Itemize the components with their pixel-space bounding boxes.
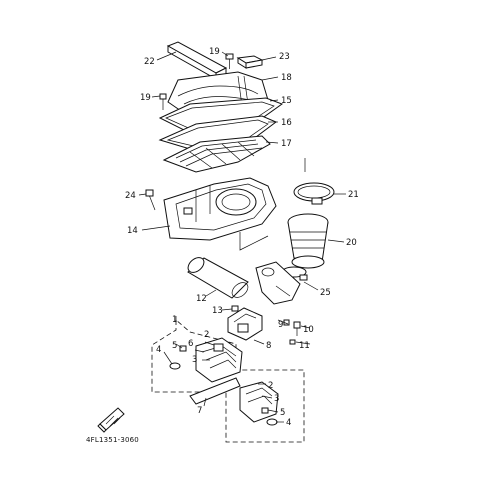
callout-16: 16: [281, 118, 292, 128]
part-4-washer-right: [266, 418, 278, 426]
callout-14: 14: [127, 226, 138, 236]
callout-7: 7: [197, 406, 202, 416]
part-21-clamp: [293, 182, 335, 205]
callout-25: 25: [320, 288, 331, 298]
callout-3-bottom: 3: [274, 394, 279, 404]
reed-block-left: [195, 337, 243, 383]
part-24-bolt: [145, 189, 156, 211]
callout-1: 1: [172, 315, 177, 325]
part-5-bolt-left: [179, 345, 187, 352]
callout-5-bottom: 5: [280, 408, 285, 418]
callout-15: 15: [281, 96, 292, 106]
part-22-foam-block: [166, 41, 228, 80]
callout-12: 12: [196, 294, 207, 304]
catalog-code: 4FL1351-3060: [86, 436, 139, 444]
callout-13: 13: [212, 306, 223, 316]
intake-manifold: [255, 261, 301, 305]
callout-10: 10: [303, 325, 314, 335]
callout-20: 20: [346, 238, 357, 248]
callout-21: 21: [348, 190, 359, 200]
callout-18: 18: [281, 73, 292, 83]
part-20-boot: [287, 213, 329, 269]
part-14-air-box: [163, 177, 277, 241]
part-19-bolt-left: [159, 93, 167, 110]
part-5-bolt-right: [261, 407, 269, 414]
callout-23: 23: [279, 52, 290, 62]
reed-valve-center: [227, 307, 263, 341]
callout-22: 22: [144, 57, 155, 67]
part-12-filter: [187, 257, 249, 299]
part-13-bolt: [231, 305, 239, 312]
callout-2-top: 2: [204, 330, 209, 340]
callout-17: 17: [281, 139, 292, 149]
callout-19-top: 19: [209, 47, 220, 57]
callout-5-top: 5: [172, 341, 177, 351]
front-arrow-icon: [97, 407, 125, 433]
callout-11: 11: [299, 341, 310, 351]
part-23-pad: [236, 55, 264, 69]
part-19-bolt-top: [225, 53, 234, 69]
callout-3-top: 3: [192, 355, 197, 365]
callout-8: 8: [266, 341, 271, 351]
part-17-element: [162, 135, 271, 173]
callout-19-left: 19: [140, 93, 151, 103]
callout-2-bottom: 2: [268, 381, 273, 391]
part-4-washer-left: [169, 362, 181, 370]
reed-petal-lower: [189, 377, 241, 405]
callout-4-top: 4: [156, 345, 161, 355]
callout-24: 24: [125, 191, 136, 201]
callout-6: 6: [188, 339, 193, 349]
callout-labels: 22 19 23 18 19 15 16 17 24 21 14 20 25 1…: [125, 47, 359, 428]
callout-9: 9: [278, 320, 283, 330]
callout-4-bottom: 4: [286, 418, 291, 428]
part-9-10-11-hardware: [283, 319, 301, 345]
